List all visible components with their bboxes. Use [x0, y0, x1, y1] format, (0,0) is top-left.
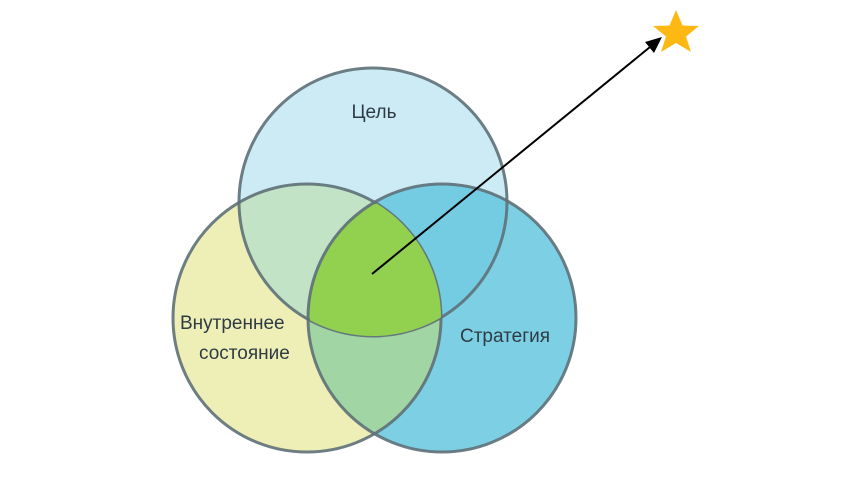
- arrow-head-icon: [645, 37, 662, 53]
- label-strategy: Стратегия: [460, 326, 550, 347]
- arrow-line: [371, 46, 651, 275]
- label-inner-state-line1: Внутреннее: [180, 313, 285, 334]
- overlap-all-three-fill: [310, 186, 441, 336]
- star-icon: [653, 10, 699, 52]
- label-goal: Цель: [352, 102, 397, 123]
- label-inner-state-line2: состояние: [199, 343, 290, 364]
